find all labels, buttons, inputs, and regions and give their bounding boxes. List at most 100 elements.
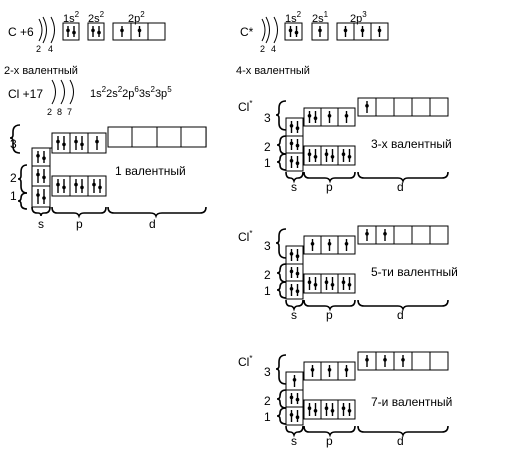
cl-excited-3-3p-1-cell [303,107,322,127]
carbon-excited-block: C* 2 4 1s2 2s1 2p3 4-х валентный [236,10,389,77]
cl-excited-5-1s-cell [285,280,304,300]
cl-excited-7-3s-electron-up-spin [292,378,297,382]
cl-excited-5-d-brace [357,299,449,312]
cl-excited-5-2p-3-electron-up-spin [341,280,346,285]
cl-excited-5-3d-3-cell [393,225,413,245]
cl-ground-3d-cell-4 [180,126,207,148]
carbon-2p-cell-3 [147,22,166,41]
cl-excited-5-level-2-brace [276,263,287,283]
cl-excited-7-2s-electron-up-spin [289,395,294,400]
cl-excited-7-sublevel-label-p: p [326,434,333,448]
cl-excited-3-2s-cell [285,135,304,154]
cl-excited-7-level-1-brace [276,407,287,425]
carbon-shell-number-1: 2 [36,44,41,54]
cl-excited-3-3d-1-electron-up-spin [365,104,369,108]
cl-ground-3p-cell-2 [69,132,89,154]
cl-excited-7-3p-3-electron-up-spin [344,368,349,372]
cl-excited-5-2p-2-electron-up-spin [324,280,329,285]
cl-excited-5-symbol: Cl* [238,229,252,244]
carbon-excited-2p-label: 2p3 [350,10,367,25]
cl-excited-7-2p-2-electron-down-spin [330,409,335,413]
cl-excited-3-sublevel-label-d: d [397,180,404,194]
carbon-excited-shell-number-1: 2 [260,44,265,54]
cl-excited-7-level-number-1: 1 [264,410,271,424]
carbon-2s-label: 2s2 [88,10,105,25]
cl-excited-7-2p-1-cell [303,399,322,420]
carbon-excited-shell-arc-1b [265,16,270,44]
cl-excited-5-3s-electron-up-spin [289,252,294,256]
cl-ground-valence-caption: 1 валентный [115,164,186,178]
cl-excited-3-2p-2-electron-up-spin [324,152,329,156]
cl-excited-7-sublevel-label-d: d [397,434,404,448]
carbon-2p-label: 2p2 [128,10,145,25]
carbon-shell-number-2: 4 [48,44,53,54]
carbon-2s-electron-up-spin [91,28,95,33]
cl-excited-3-2p-1-cell [303,145,322,166]
cl-excited-5-3d-2-electron-up-spin [383,232,387,236]
cl-excited-7-sublevel-label-s: s [291,434,297,448]
cl-excited-5-3p-1-electron-up-spin [310,242,315,246]
cl-excited-3-3s-electron-down-spin [295,126,300,130]
cl-excited-7-level-number-3: 3 [264,365,271,379]
cl-ground-2p-1-electron-down-spin [62,185,66,190]
cl-excited-7-2s-electron-down-spin [295,397,300,402]
level-number-2: 2 [10,171,17,185]
level-3-brace [9,124,21,154]
cl-excited-5-1s-electron-up-spin [289,287,294,291]
cl-excited-3-p-brace [303,171,356,184]
cl-excited-5-s-brace [285,299,304,312]
cl-excited-7-2p-3-electron-up-spin [341,406,346,411]
cl-excited-5-3d-4-cell [411,225,431,245]
carbon-shell-arc-1 [38,18,43,42]
cl-excited-5-2s-cell [285,263,304,282]
chlorine-shell-number-1: 2 [47,107,52,117]
cl-excited-3-3d-5-cell [429,97,449,117]
cl-excited-7-3p-2-electron-up-spin [327,368,332,372]
cl-excited-3-level-1-brace [276,153,287,171]
carbon-excited-shell-arc-2 [273,16,278,44]
sublevel-label-s: s [38,217,44,231]
sublevel-label-p: p [76,217,83,231]
cl-excited-7-1s-electron-up-spin [289,413,294,417]
cl-excited-5-sublevel-label-d: d [397,308,404,322]
cl-ground-2p-cell-2 [69,175,89,197]
carbon-excited-1s-cell [284,22,303,41]
cl-excited-7-2p-3-electron-down-spin [347,409,352,413]
carbon-symbol: C +6 [8,25,34,39]
cl-excited-7-p-brace [303,425,356,438]
cl-excited-5-3p-3-cell [337,235,356,255]
level-1-brace [17,192,28,210]
cl-excited-3-2s-electron-up-spin [289,141,294,146]
cl-excited-7-2s-cell [285,389,304,408]
cl-ground-2s-electron-down-spin [42,175,46,180]
cl-ground-electrons [36,136,102,204]
cl-excited-5-p-brace [303,299,356,312]
cl-excited-5-3p-3-electron-up-spin [344,242,349,246]
cl-excited-7-valence-caption: 7-и валентный [371,395,452,409]
cl-excited-5-level-number-1: 1 [264,284,271,298]
cl-excited-3-3p-2-electron-up-spin [327,114,332,118]
cl-ground-3p-1-electron-down-spin [62,142,66,147]
chlorine-symbol: Cl +17 [8,87,43,101]
cl-ground-1s-electron-up-spin [36,193,40,197]
cl-excited-3-3p-3-cell [337,107,356,127]
carbon-excited-2p-cell-3 [370,22,389,41]
p-brace [51,206,107,219]
cl-excited-5-2p-2-electron-down-spin [330,283,335,287]
cl-ground-diagram: 3 2 1 1 валентный s p d [9,124,207,231]
carbon-shell-arc-1b [42,16,47,44]
cl-excited-7-2p-1-electron-up-spin [307,406,312,411]
chlorine-header: Cl +17 2 8 7 1s22s22p63s23p5 [8,79,172,117]
cl-excited-7-2p-2-electron-up-spin [324,406,329,411]
chlorine-shell-arc-2 [60,79,65,105]
cl-ground-1s-cell [31,185,51,208]
cl-ground-2p-2-electron-up-spin [74,182,78,187]
cl-excited-7-2p-3-cell [337,399,356,420]
cl-excited-5-2p-1-cell [303,273,322,294]
cl-excited-5-2p-3-cell [337,273,356,294]
carbon-electrons [66,26,142,37]
cl-excited-7-3p-1-electron-up-spin [310,368,315,372]
cl-ground-3p-1-electron-up-spin [56,139,60,144]
cl-ground-3d-cell-3 [156,126,182,148]
